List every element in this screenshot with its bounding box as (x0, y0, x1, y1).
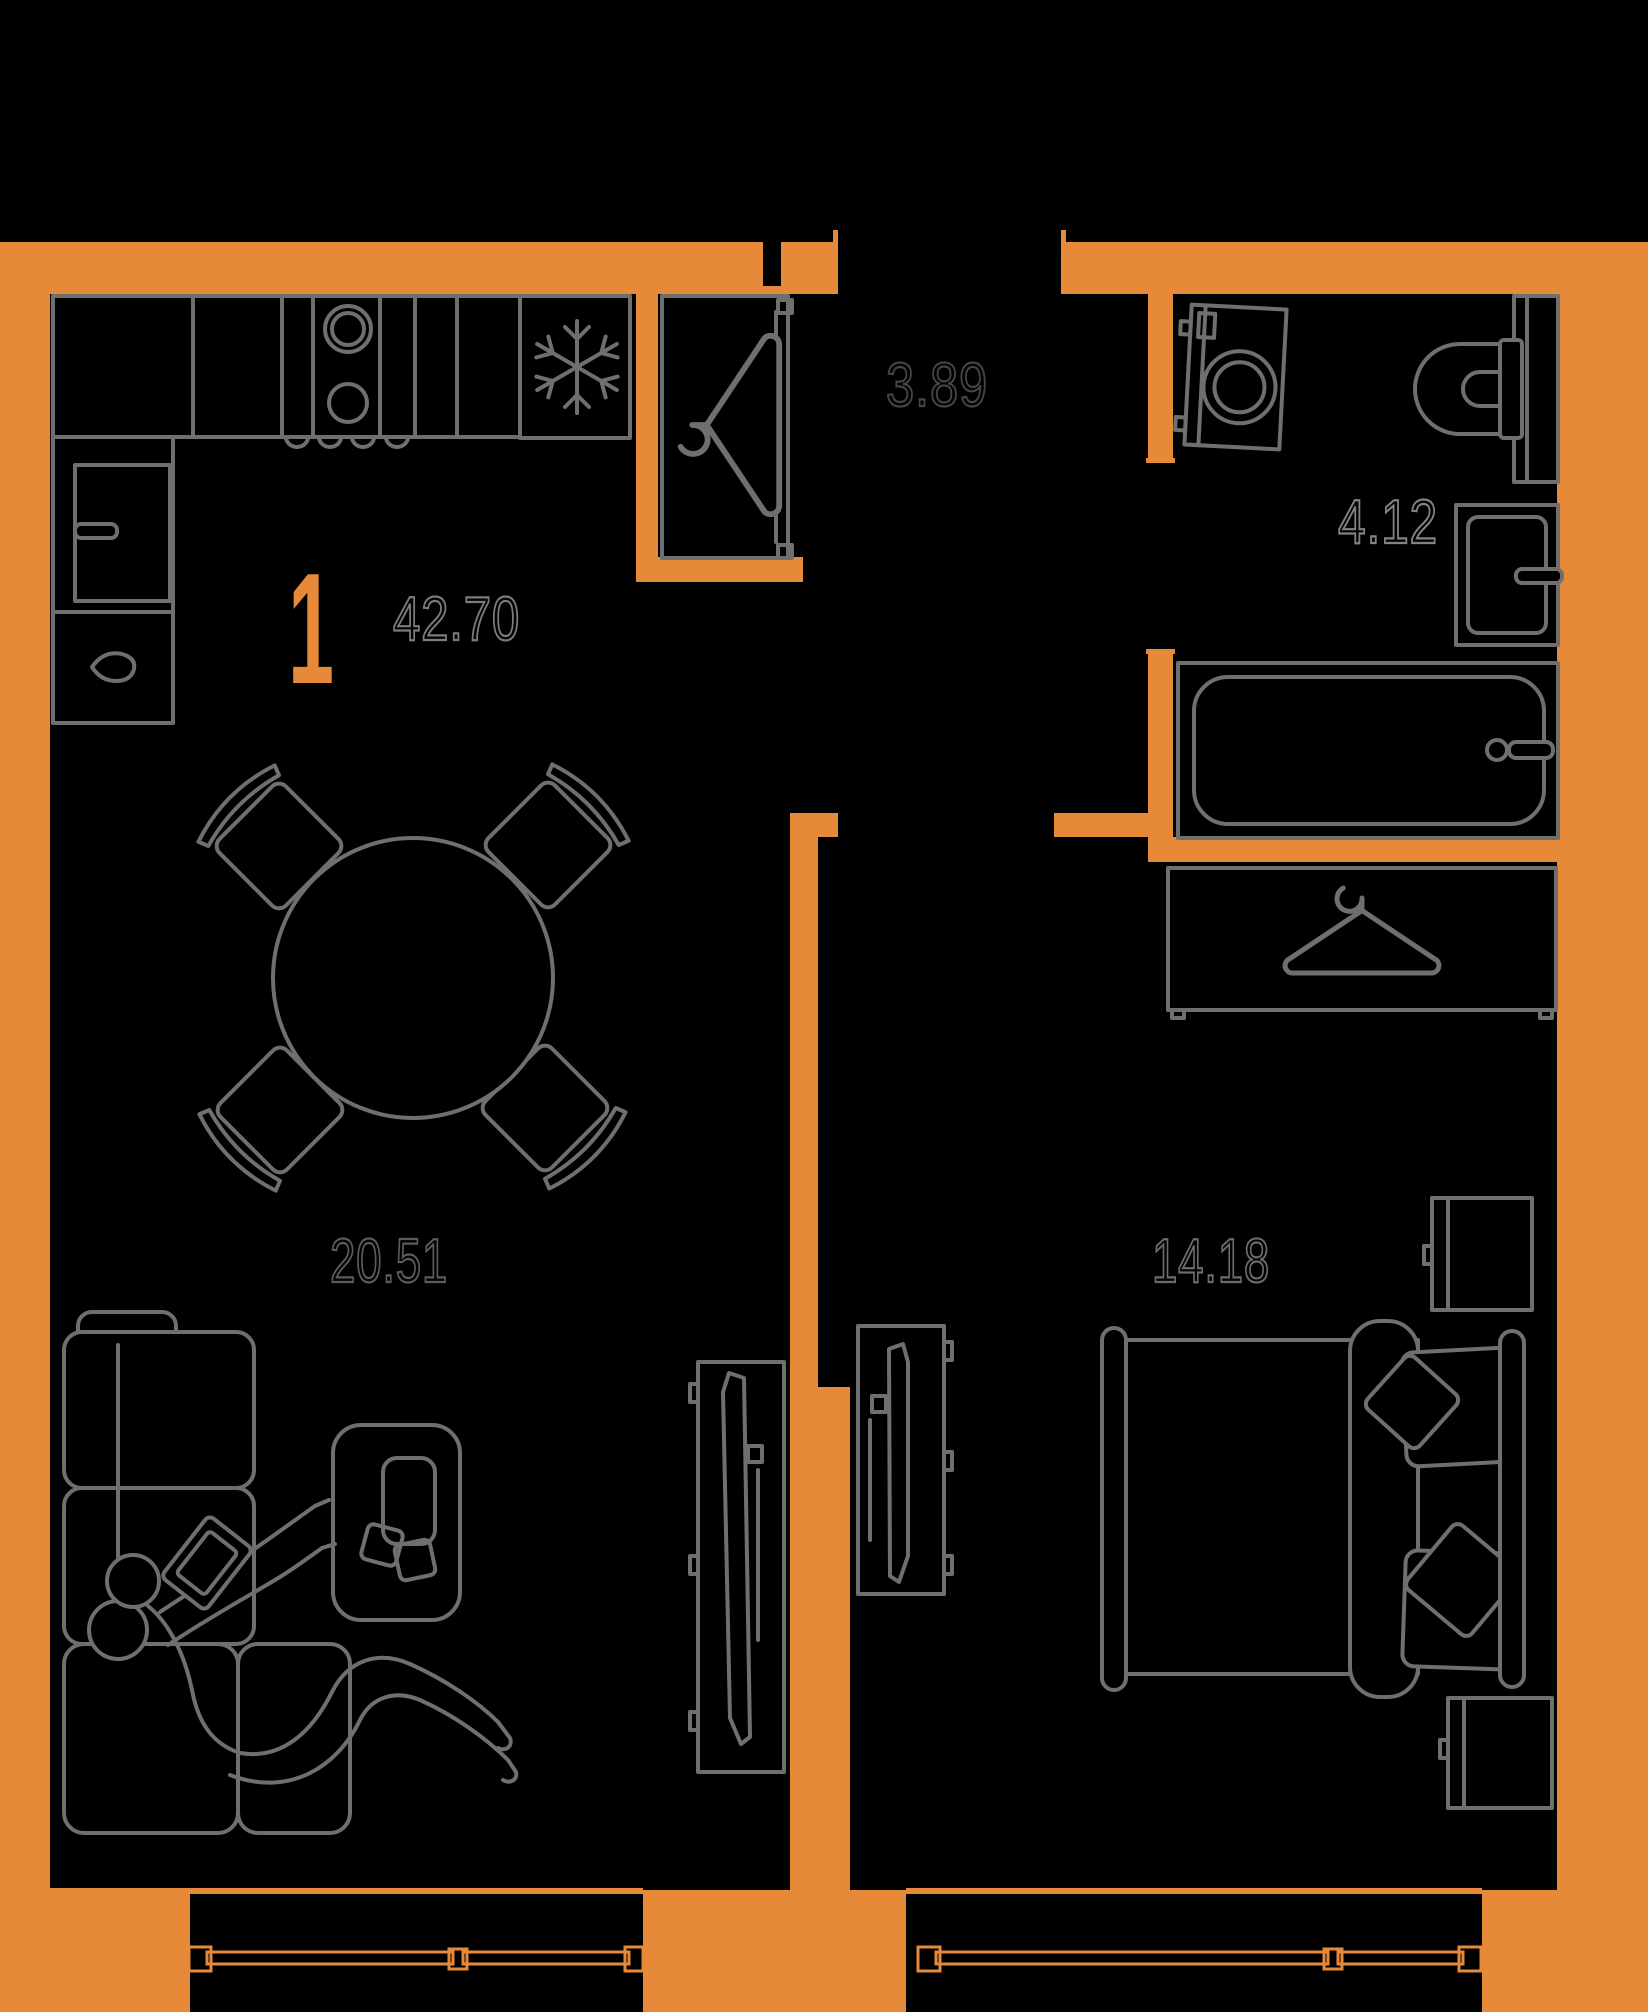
person-figure (87, 1498, 519, 1785)
bathtub (1176, 661, 1560, 840)
bed (1100, 1319, 1526, 1699)
washbasin (1454, 503, 1564, 647)
hallway-area-label: 3.89 (886, 351, 988, 420)
hall-closet (660, 294, 794, 560)
bathroom-area-label: 4.12 (1338, 488, 1438, 557)
pillow-small (1404, 1522, 1520, 1638)
bathroom (1173, 294, 1564, 840)
bedroom-area-label: 14.18 (1152, 1227, 1270, 1296)
window-living (187, 1945, 645, 1973)
laptop (161, 1515, 253, 1611)
kitchen-cabinet (51, 435, 175, 614)
dining-set (192, 758, 635, 1197)
pillow-small (1363, 1353, 1461, 1451)
room-count-label: 1 (288, 541, 334, 717)
tv-console-living (688, 1360, 786, 1774)
kitchen-counter (51, 294, 522, 449)
fridge (518, 294, 632, 440)
tv-console-bedroom (856, 1324, 954, 1596)
labels: 1 42.70 3.89 4.12 20.51 14.18 (288, 350, 1438, 1297)
bedroom-door-jamb (838, 808, 848, 840)
tv-icon (887, 1342, 910, 1584)
washing-machine (1173, 302, 1289, 452)
living-room (62, 758, 786, 1835)
nightstand (1422, 1196, 1534, 1312)
walls (0, 230, 1648, 2012)
sink-cabinet (51, 610, 175, 725)
living-area-label: 20.51 (330, 1227, 448, 1296)
entry-door-mark (763, 242, 781, 286)
wardrobe (1166, 866, 1558, 1020)
stove (323, 304, 373, 424)
coffee-table (331, 1423, 462, 1622)
bedroom (856, 866, 1558, 1810)
bedroom-door-jamb (1044, 808, 1054, 840)
dining-table (271, 836, 555, 1120)
nightstand (1438, 1696, 1554, 1810)
total-area-label: 42.70 (393, 585, 520, 654)
window-bedroom (916, 1945, 1483, 1973)
toilet (1413, 338, 1524, 440)
drop-icon (90, 651, 137, 683)
tv-icon (721, 1371, 752, 1746)
